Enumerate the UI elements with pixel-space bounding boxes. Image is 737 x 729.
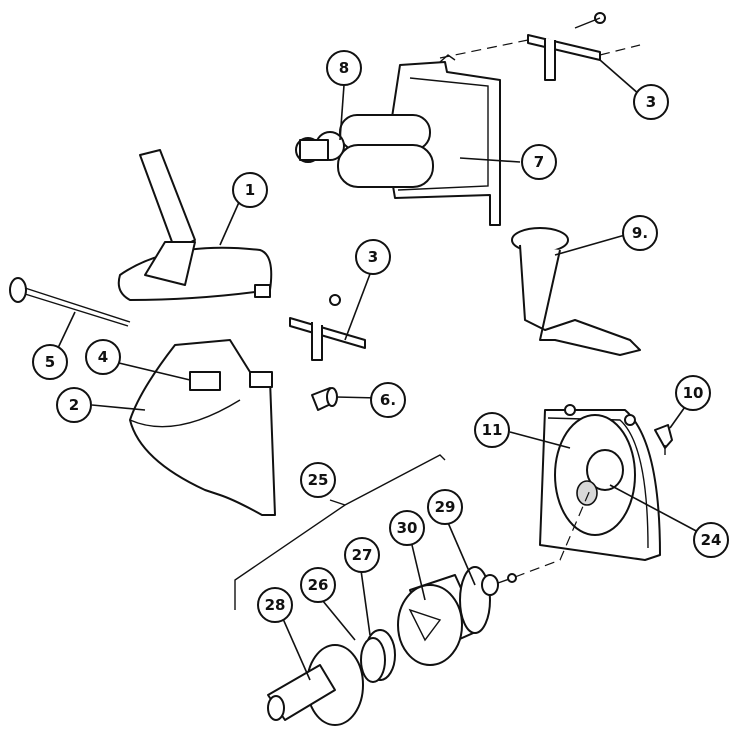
svg-text:1: 1: [245, 181, 255, 199]
shaft-part: [267, 644, 364, 726]
lid-part: [117, 149, 273, 301]
svg-text:5: 5: [45, 353, 55, 371]
svg-text:30: 30: [397, 519, 418, 537]
callout-3-left: 3: [355, 239, 391, 275]
svg-text:3: 3: [646, 93, 656, 111]
hopper-housing-part: [129, 339, 276, 516]
bracket-part-left: [289, 294, 366, 361]
drum-assembly-bracket: [234, 454, 446, 610]
svg-text:8: 8: [339, 59, 349, 77]
callout-24: 24: [693, 522, 729, 558]
motor-part: [295, 114, 434, 188]
svg-text:24: 24: [701, 531, 722, 549]
svg-text:10: 10: [683, 384, 704, 402]
callout-3-top: 3: [633, 84, 669, 120]
svg-text:25: 25: [308, 471, 329, 489]
callout-7: 7: [521, 144, 557, 180]
callout-1: 1: [232, 172, 268, 208]
pusher-part: [511, 227, 641, 356]
drum-housing-part: [539, 404, 661, 561]
svg-text:28: 28: [265, 596, 286, 614]
callout-28: 28: [257, 587, 293, 623]
callout-25: 25: [300, 462, 336, 498]
svg-text:7: 7: [534, 153, 544, 171]
callout-11: 11: [474, 412, 510, 448]
svg-text:11: 11: [482, 421, 503, 439]
callout-30: 30: [389, 510, 425, 546]
svg-text:9.: 9.: [632, 224, 648, 242]
bracket-part-top: [439, 12, 641, 81]
callout-4: 4: [85, 339, 121, 375]
rod-part: [9, 277, 131, 327]
callout-2: 2: [56, 387, 92, 423]
callout-9: 9.: [622, 215, 658, 251]
svg-text:27: 27: [352, 546, 373, 564]
callout-27: 27: [344, 537, 380, 573]
leader-lines: [57, 59, 701, 681]
knob-part: [311, 387, 338, 411]
svg-text:4: 4: [98, 348, 108, 366]
callout-10: 10: [675, 375, 711, 411]
svg-text:29: 29: [435, 498, 456, 516]
callout-8: 8: [326, 50, 362, 86]
callout-29: 29: [427, 489, 463, 525]
drum-cylinder-part: [397, 566, 491, 666]
svg-text:2: 2: [69, 396, 79, 414]
spring-part: [360, 629, 396, 683]
svg-text:6.: 6.: [380, 391, 396, 409]
callout-6: 6.: [370, 382, 406, 418]
svg-text:26: 26: [308, 576, 329, 594]
callout-26: 26: [300, 567, 336, 603]
washer-part: [481, 489, 591, 596]
svg-text:3: 3: [368, 248, 378, 266]
callout-5: 5: [32, 344, 68, 380]
screw-part: [654, 424, 673, 455]
